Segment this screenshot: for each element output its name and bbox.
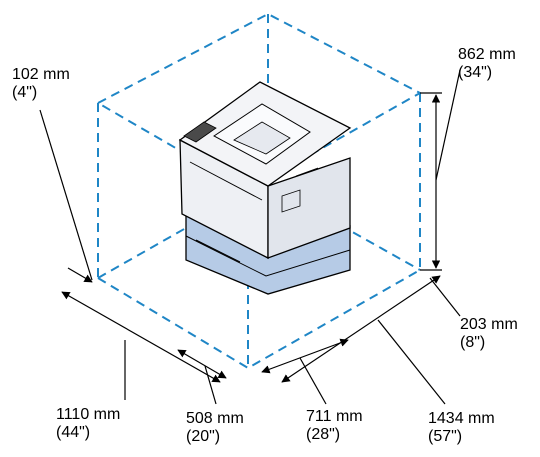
printer-width-imperial: (28") (306, 426, 341, 443)
height-metric: 862 mm (458, 46, 516, 63)
bottom-rear-imperial: (8") (460, 334, 486, 351)
total-depth-label: 1110 mm (44") (56, 406, 120, 442)
dimension-lines (39, 69, 461, 405)
total-width-label: 1434 mm (57") (428, 410, 495, 446)
total-depth-metric: 1110 mm (56, 406, 121, 423)
top-clearance-metric: 102 mm (12, 66, 70, 83)
printer-illustration (178, 81, 352, 295)
bottom-rear-metric: 203 mm (460, 316, 518, 333)
bottom-rear-label: 203 mm (8") (460, 316, 518, 352)
total-width-imperial: (57") (428, 428, 463, 445)
total-depth-imperial: (44") (56, 424, 91, 441)
front-clearance-imperial: (20") (186, 428, 221, 445)
top-clearance-label: 102 mm (4") (12, 66, 70, 102)
height-imperial: (34") (458, 64, 493, 81)
top-clearance-imperial: (4") (12, 84, 38, 101)
height-dimension-label: 862 mm (34") (458, 46, 516, 82)
front-clearance-metric: 508 mm (186, 410, 244, 427)
total-width-metric: 1434 mm (428, 410, 495, 427)
printer-width-label: 711 mm (28") (306, 408, 363, 444)
printer-width-metric: 711 mm (306, 408, 363, 425)
front-clearance-label: 508 mm (20") (186, 410, 244, 446)
